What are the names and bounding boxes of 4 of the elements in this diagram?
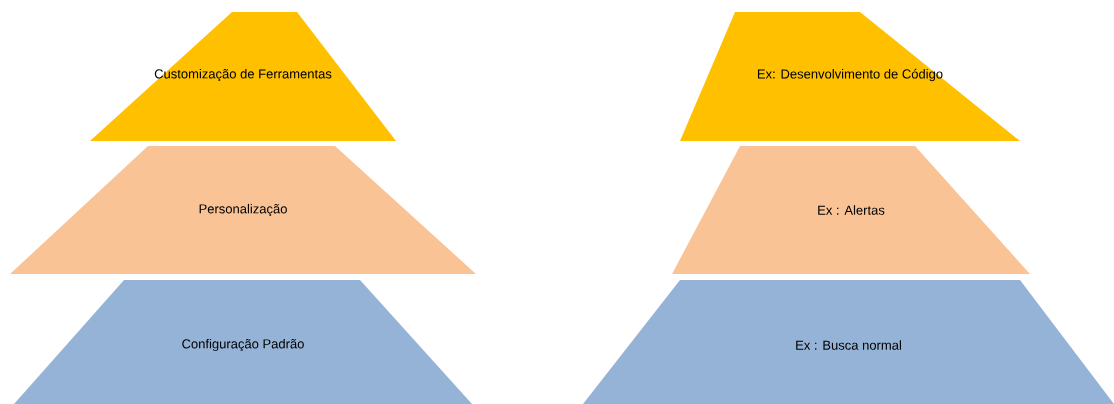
trapezoid: Ex : Alertas bbox=[672, 146, 1030, 274]
trapezoid: Ex : Busca normal bbox=[583, 280, 1114, 404]
trapezoid: Configuração Padrão bbox=[14, 280, 472, 404]
trapezoid: Personalização bbox=[10, 146, 476, 274]
